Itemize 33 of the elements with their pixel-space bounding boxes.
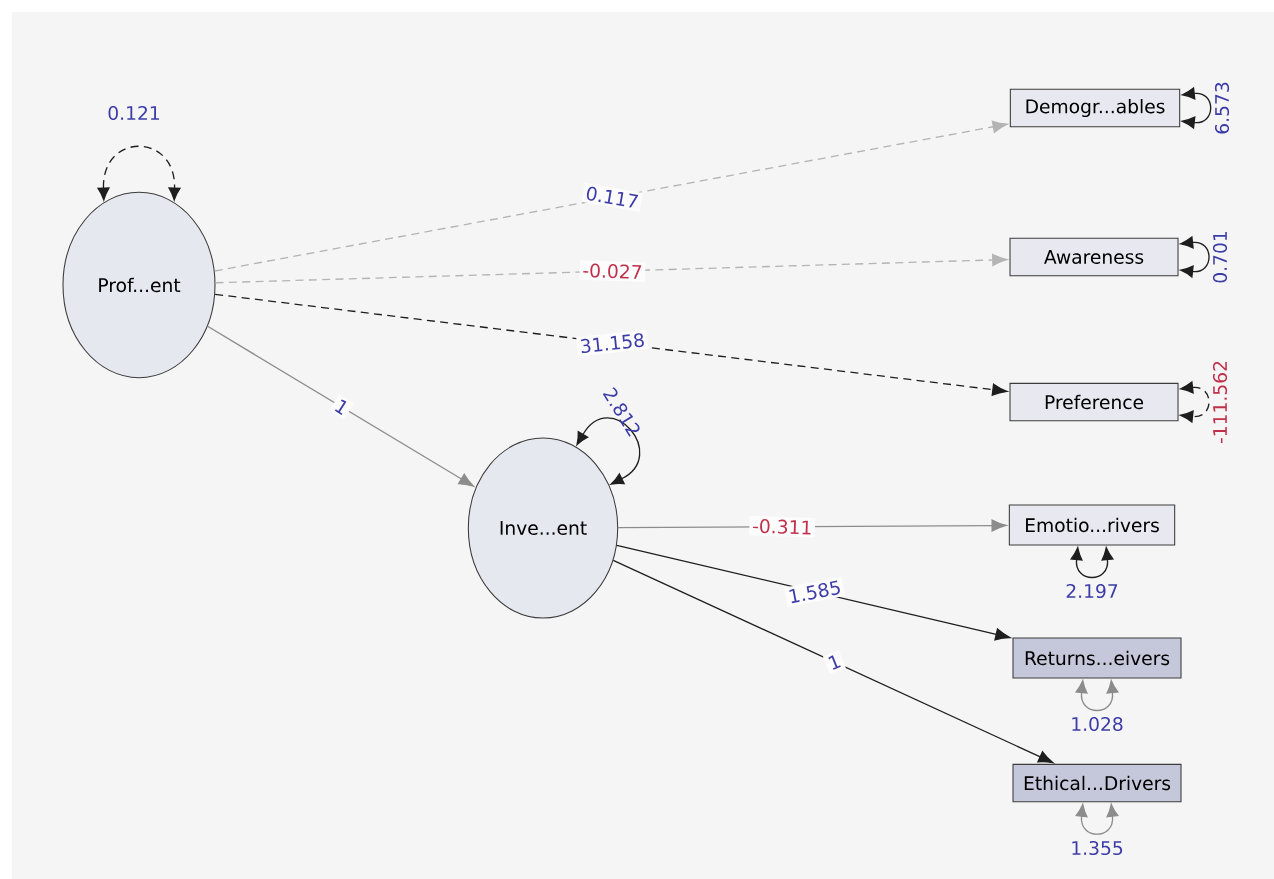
variance-arrow [1180, 236, 1210, 278]
edge-label: -0.311 [749, 515, 816, 538]
variance-arrow [97, 145, 181, 201]
arrow [214, 293, 1008, 396]
observed-variable-box: Awareness [1009, 237, 1179, 277]
edge-label: 2.197 [1066, 583, 1118, 599]
edge-label: 31.158 [576, 329, 649, 357]
variance-arrow [1075, 680, 1119, 712]
arrow [612, 559, 1054, 764]
edge-label: 0.121 [108, 105, 159, 121]
variance-arrow [1070, 547, 1114, 579]
edge-label: 1.585 [783, 576, 846, 607]
edge-label: 1 [822, 650, 846, 675]
observed-variable-box: Preference [1009, 382, 1179, 422]
edge-label: 1.028 [1072, 716, 1123, 732]
observed-variable-box: Returns...eivers [1012, 637, 1182, 679]
edge-label: 0.701 [1212, 232, 1228, 283]
observed-variable-box: Ethical...Drivers [1012, 763, 1182, 803]
variance-arrow [1180, 381, 1210, 423]
edge-label: 6.573 [1214, 82, 1230, 134]
arrow [616, 544, 1011, 641]
edge-label: 0.117 [581, 182, 643, 213]
arrow [214, 253, 1008, 284]
variance-arrow [1181, 87, 1212, 129]
variance-arrow [1075, 803, 1119, 835]
arrow [206, 325, 475, 487]
observed-variable-box: Demogr...ables [1009, 88, 1181, 128]
arrow [214, 120, 1008, 272]
edge-label: 1 [329, 394, 355, 420]
variance-arrow [576, 417, 641, 485]
edge-label: -111.562 [1212, 361, 1228, 444]
observed-variable-box: Emotio...rivers [1008, 504, 1176, 546]
edge-label: 1.355 [1072, 840, 1123, 856]
